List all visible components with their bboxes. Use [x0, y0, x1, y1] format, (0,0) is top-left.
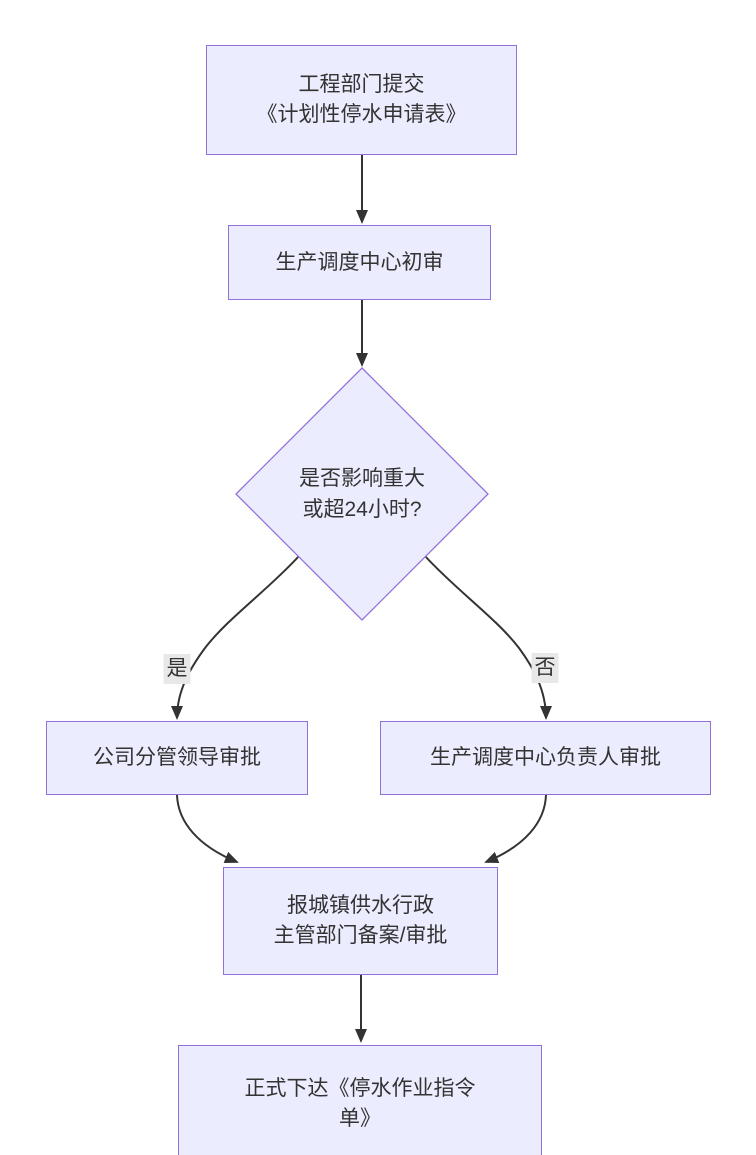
node-report-filing-line1: 报城镇供水行政 — [287, 894, 434, 917]
node-submit-application-line2: 《计划性停水申请表》 — [256, 103, 467, 126]
node-decision-label: 是否影响重大 或超24小时? — [299, 463, 425, 525]
node-initial-review-line1: 生产调度中心初审 — [275, 250, 444, 274]
edge-label-no: 否 — [531, 653, 559, 683]
edge-leader-approval-to-report-filing — [176, 794, 239, 863]
node-issue-order: 正式下达《停水作业指令 单》 — [178, 1045, 542, 1155]
node-report-filing-line2: 主管部门备案/审批 — [273, 924, 448, 947]
node-submit-application-line1: 工程部门提交 — [298, 73, 425, 96]
edge-decision-yes-to-leader-approval — [171, 555, 300, 720]
node-center-head-approval: 生产调度中心负责人审批 — [380, 721, 711, 795]
node-decision-line1: 是否影响重大 — [299, 467, 425, 490]
edge-label-yes: 是 — [163, 654, 191, 684]
node-submit-application: 工程部门提交 《计划性停水申请表》 — [206, 45, 517, 155]
node-decision-line2: 或超24小时? — [302, 498, 422, 521]
edge-decision-no-to-center-head-approval — [424, 555, 552, 720]
node-report-filing: 报城镇供水行政 主管部门备案/审批 — [223, 867, 498, 975]
edge-center-head-approval-to-report-filing — [484, 794, 547, 863]
node-initial-review: 生产调度中心初审 — [228, 225, 491, 300]
decision-diamond-shape — [235, 367, 489, 621]
node-leader-approval: 公司分管领导审批 — [46, 721, 308, 795]
node-leader-approval-line1: 公司分管领导审批 — [93, 746, 261, 769]
node-center-head-approval-line1: 生产调度中心负责人审批 — [430, 746, 661, 769]
node-issue-order-line2: 单》 — [339, 1107, 381, 1130]
node-issue-order-line1: 正式下达《停水作业指令 — [244, 1077, 476, 1100]
